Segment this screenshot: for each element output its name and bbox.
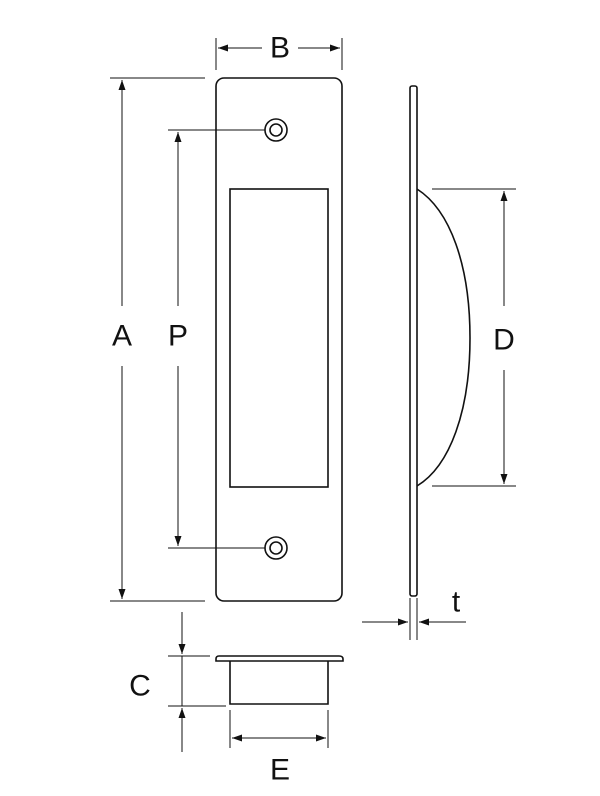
dimension-label-P: P	[168, 320, 188, 353]
dimension-label-t: t	[452, 586, 461, 619]
dimension-label-D: D	[493, 324, 515, 357]
face-plate-outline	[215, 77, 343, 602]
recess-cup-profile	[416, 188, 471, 487]
dimension-C: C	[129, 612, 226, 752]
dimension-D: D	[432, 188, 516, 487]
bottom-screw-hole	[264, 536, 288, 560]
dimension-A: A	[110, 77, 205, 602]
dimension-t: t	[362, 586, 466, 640]
front-view	[215, 77, 343, 602]
plate-edge	[409, 85, 418, 597]
dimension-label-B: B	[270, 32, 290, 65]
cup-body-profile	[229, 661, 329, 705]
top-screw-hole	[264, 118, 288, 142]
dimension-label-A: A	[112, 320, 132, 353]
flange-profile	[215, 655, 344, 662]
dimension-label-E: E	[270, 754, 290, 787]
side-view	[409, 85, 471, 597]
dimension-B: B	[215, 32, 343, 70]
dimension-label-C: C	[129, 670, 151, 703]
recess-opening	[229, 188, 329, 488]
dimension-P: P	[168, 129, 265, 549]
dimension-E: E	[229, 710, 329, 787]
end-view	[215, 655, 344, 705]
